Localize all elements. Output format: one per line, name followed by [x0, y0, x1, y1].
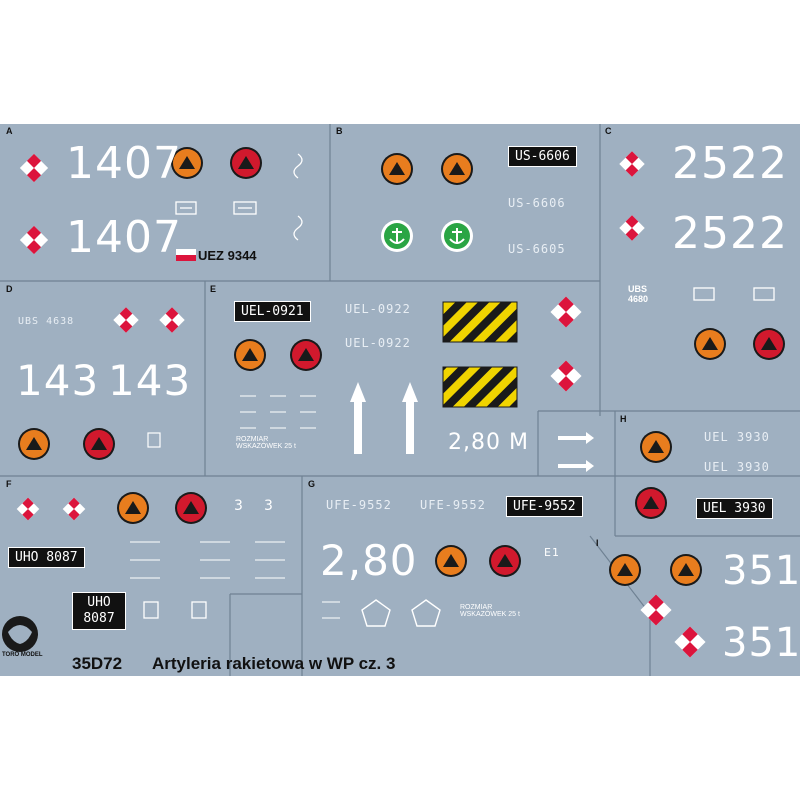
polish-checker-icon — [19, 153, 49, 183]
hazard-stripe-panel — [442, 301, 518, 408]
registration-plate: UEL-0921 — [234, 301, 311, 322]
polish-checker-icon — [113, 307, 139, 333]
logo-text: TORO MODEL — [2, 652, 43, 658]
registration-plate-ghost: UEL 3930 — [704, 460, 770, 474]
registration-plate: UHO 8087 — [72, 592, 126, 630]
unit-emblem-icon — [143, 601, 207, 619]
orange-roundel-icon — [670, 554, 702, 586]
registration-plate-ghost: UEL-0922 — [345, 302, 411, 316]
orange-roundel-icon — [640, 431, 672, 463]
section-letter-e: E — [210, 284, 217, 294]
load-marking: 2,80 M — [448, 430, 529, 455]
section-letter-f: F — [6, 479, 12, 489]
orange-roundel-icon — [234, 339, 266, 371]
unit-emblem-icon — [175, 153, 303, 241]
red-roundel-icon — [635, 487, 667, 519]
tactical-number: 1407 — [66, 138, 182, 189]
stencil-dash-marks — [130, 541, 285, 579]
tactical-number: 1407 — [66, 212, 182, 263]
stencil-text: ROZMIAR WSKAZÓWEK 25 t — [236, 436, 296, 450]
polish-checker-icon — [640, 594, 672, 626]
red-roundel-icon — [489, 545, 521, 577]
red-roundel-icon — [175, 492, 207, 524]
registration-plate: UEZ 9344 — [198, 248, 257, 263]
green-anchor-roundel-icon — [441, 220, 473, 252]
sheet-graphics — [0, 124, 800, 676]
red-roundel-icon — [753, 328, 785, 360]
toro-model-logo — [2, 616, 38, 652]
tactical-number: 143 — [16, 356, 100, 405]
section-letter-h: H — [620, 414, 627, 424]
polish-checker-icon — [19, 225, 49, 255]
tactical-number: 143 — [108, 356, 192, 405]
registration-plate-ghost: UFE-9552 — [420, 498, 486, 512]
orange-roundel-icon — [117, 492, 149, 524]
polish-checker-icon — [159, 307, 185, 333]
stencil-dash-marks — [322, 601, 340, 619]
section-f-graphics — [2, 492, 285, 652]
green-anchor-roundel-icon — [381, 220, 413, 252]
registration-plate: US-6606 — [508, 146, 577, 167]
section-letter-c: C — [605, 126, 612, 136]
tactical-number: 2522 — [672, 208, 788, 259]
registration-plate-ghost: UEL 3930 — [704, 430, 770, 444]
tactical-number: 351 — [722, 620, 800, 666]
red-roundel-icon — [290, 339, 322, 371]
section-letter-a: A — [6, 126, 13, 136]
section-letter-b: B — [336, 126, 343, 136]
polish-checker-icon — [619, 151, 645, 177]
unit-emblem-icon — [147, 432, 161, 448]
orange-roundel-icon — [381, 153, 413, 185]
section-c-graphics — [619, 151, 785, 360]
section-dividers — [0, 124, 800, 676]
polish-flag-icon — [176, 249, 196, 255]
stencil-text: ROZMIAR WSKAZÓWEK 25 t — [460, 604, 520, 618]
small-mark: E1 — [544, 546, 560, 559]
registration-plate-ghost: UEL-0922 — [345, 336, 411, 350]
section-b-graphics — [381, 153, 473, 252]
tactical-number: 2522 — [672, 138, 788, 189]
polish-checker-icon — [62, 497, 86, 521]
red-roundel-icon — [83, 428, 115, 460]
orange-roundel-icon — [435, 545, 467, 577]
registration-plate-ghost: UBS 4680 — [628, 284, 649, 304]
section-letter-g: G — [308, 479, 316, 489]
registration-plate-ghost: US-6606 — [508, 196, 566, 210]
load-marking: 2,80 — [320, 536, 418, 585]
polish-checker-icon — [550, 296, 582, 328]
section-g-graphics — [322, 545, 521, 627]
section-d-graphics — [18, 307, 185, 460]
white-arrow-icon — [350, 382, 418, 454]
orange-roundel-icon — [171, 147, 203, 179]
registration-plate-ghost: UBS 4638 — [18, 316, 75, 327]
small-number: 3 — [234, 498, 244, 514]
pentagon-emblem-icon — [361, 599, 441, 627]
registration-plate: UEL 3930 — [696, 498, 773, 519]
orange-roundel-icon — [694, 328, 726, 360]
section-i-graphics — [609, 554, 706, 658]
polish-checker-icon — [550, 360, 582, 392]
registration-plate-ghost: US-6605 — [508, 242, 566, 256]
direction-arrow-icon — [558, 432, 594, 472]
tactical-number: 351 — [722, 548, 800, 594]
registration-plate: UHO 8087 — [8, 547, 85, 568]
small-number: 3 — [264, 498, 274, 514]
polish-checker-icon — [16, 497, 40, 521]
registration-plate: UFE-9552 — [506, 496, 583, 517]
section-letter-i: I — [596, 538, 599, 548]
section-letter-d: D — [6, 284, 13, 294]
polish-checker-icon — [674, 626, 706, 658]
orange-roundel-icon — [609, 554, 641, 586]
registration-plate-ghost: UFE-9552 — [326, 498, 392, 512]
orange-roundel-icon — [18, 428, 50, 460]
sheet-title: Artyleria rakietowa w WP cz. 3 — [152, 654, 396, 673]
section-h-graphics — [635, 431, 672, 519]
sheet-code: 35D72 — [72, 654, 123, 673]
orange-roundel-icon — [441, 153, 473, 185]
stencil-dash-marks — [240, 395, 316, 429]
red-roundel-icon — [230, 147, 262, 179]
unit-emblem-icon — [693, 287, 775, 301]
polish-checker-icon — [619, 215, 645, 241]
decal-sheet: A B C D E F G H I 1407 1407 UEZ 9344 US-… — [0, 124, 800, 676]
